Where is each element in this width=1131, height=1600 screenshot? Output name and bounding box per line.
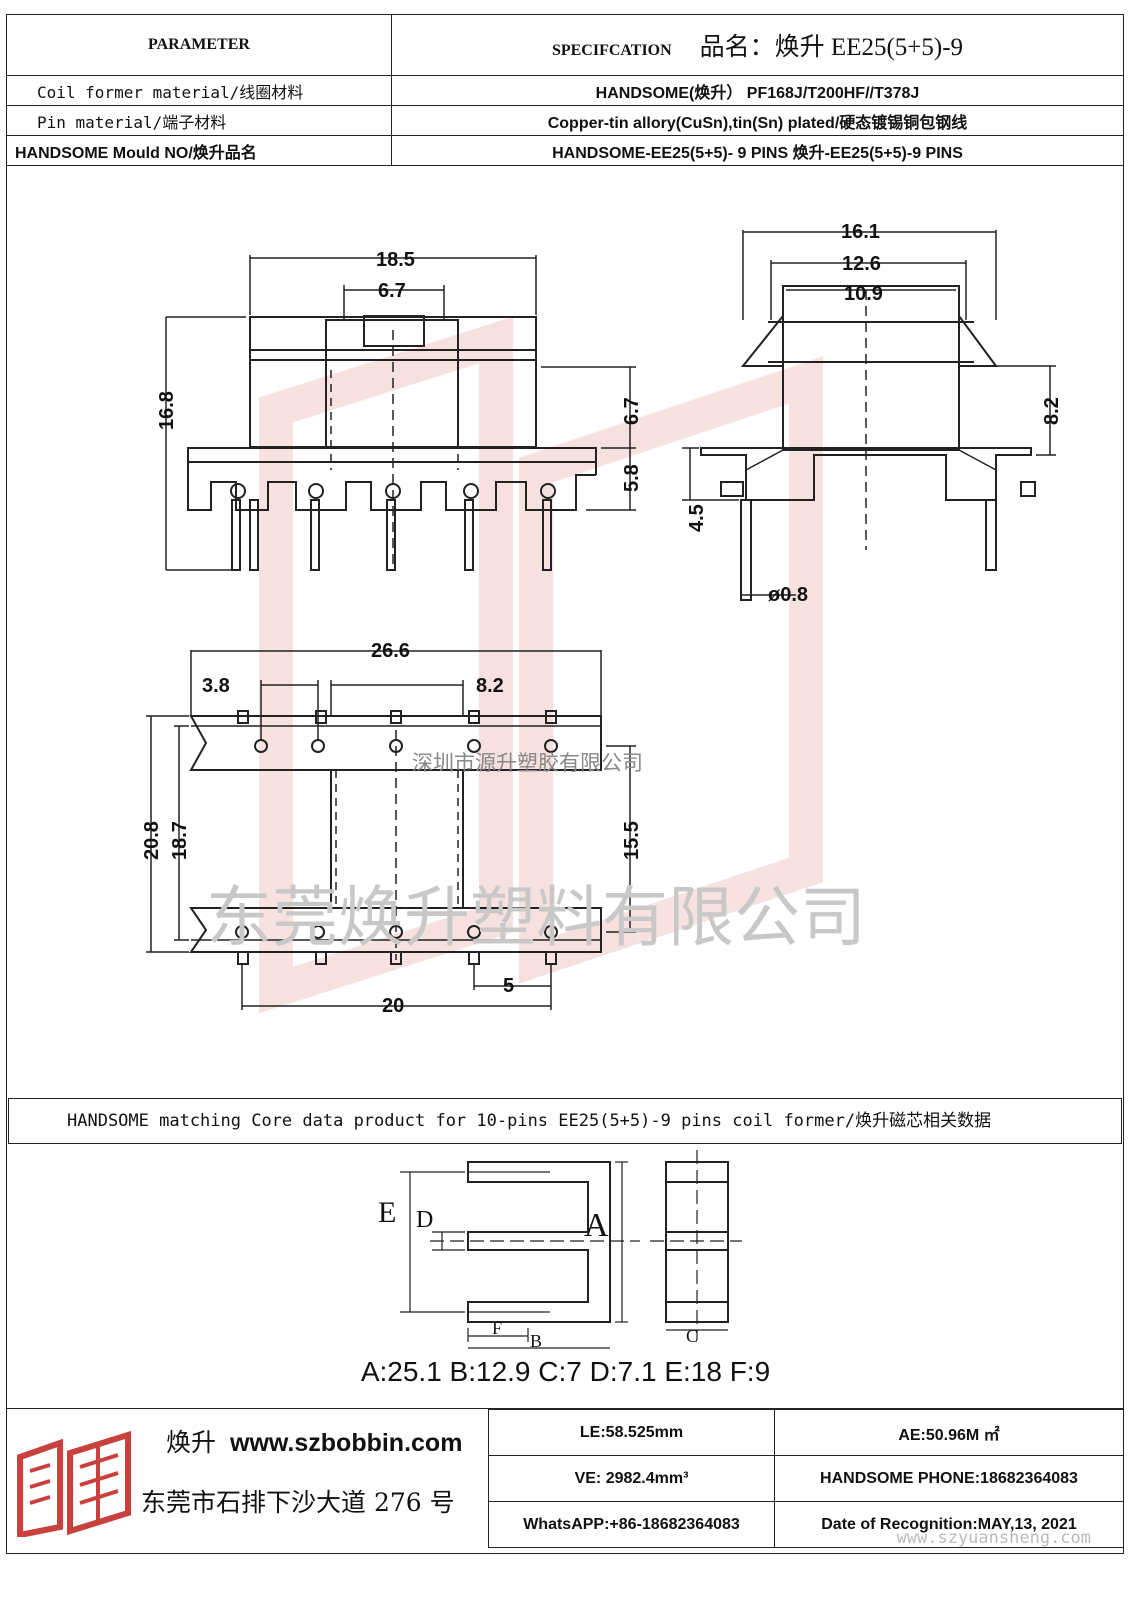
dim-J: 8.2 xyxy=(1041,397,1063,425)
dim-F: 16.8 xyxy=(156,391,178,430)
dim-M: 8.2 xyxy=(476,675,504,697)
watermark-small-text: 深圳市源升塑胶有限公司 xyxy=(412,751,643,775)
core-label-F: F xyxy=(492,1318,502,1338)
coil-material-value: HANDSOME(焕升） PF168J/T200HF//T378J xyxy=(391,75,1124,106)
website-link[interactable]: www.szbobbin.com xyxy=(230,1429,463,1457)
ve-value: VE: 2982.4mm³ xyxy=(488,1455,775,1502)
side-view: 16.1 12.6 10.9 8.2 4.5 ø0.8 xyxy=(682,221,1063,606)
dim-D: 5.8 xyxy=(621,464,643,492)
specification-label: SPECIFCATION xyxy=(551,42,672,59)
core-dimensions: A:25.1 B:12.9 C:7 D:7.1 E:18 F:9 xyxy=(360,1356,771,1387)
core-label-D: D xyxy=(416,1207,433,1233)
core-data-band: HANDSOME matching Core data product for … xyxy=(8,1098,1122,1144)
mould-no-value: HANDSOME-EE25(5+5)- 9 PINS 焕升-EE25(5+5)-… xyxy=(391,135,1124,166)
parameter-heading: PARAMETER xyxy=(6,14,392,76)
core-label-E: E xyxy=(378,1196,396,1229)
dim-H: 12.6 xyxy=(842,253,881,275)
dim-P: 5 xyxy=(503,975,514,997)
watermark-logo xyxy=(259,316,823,1014)
watermark-large-text: 东莞焕升塑料有限公司 xyxy=(206,879,866,956)
dim-Q: 20 xyxy=(382,995,404,1017)
dim-C: 6.7 xyxy=(621,397,643,425)
footer: 焕升 www.szbobbin.com 东莞市石排下沙大道 276 号 LE:58… xyxy=(6,1408,1124,1555)
pin-material-label: Pin material/端子材料 xyxy=(6,105,392,136)
le-value: LE:58.525mm xyxy=(488,1409,775,1456)
watermark-url: www.szyuansheng.com xyxy=(896,1528,1091,1548)
phone-value: HANDSOME PHONE:18682364083 xyxy=(774,1455,1124,1502)
core-label-C: C xyxy=(686,1326,698,1346)
core-label-B: B xyxy=(530,1331,542,1350)
dim-S: 20.8 xyxy=(141,821,163,860)
product-name: 品名：焕升 EE25(5+5)-9 xyxy=(699,34,964,61)
bottom-view: 26.6 3.8 8.2 20.8 18.7 15.5 5 20 xyxy=(141,640,643,1017)
dim-O: 15.5 xyxy=(621,821,643,860)
specification-heading: SPECIFCATION 品名：焕升 EE25(5+5)-9 xyxy=(391,14,1124,76)
company-logo-icon xyxy=(17,1430,131,1537)
dim-A: 18.5 xyxy=(376,249,415,271)
dim-I: 10.9 xyxy=(844,283,883,305)
dim-R: 18.7 xyxy=(169,821,191,860)
core-drawing: E D A F B C xyxy=(378,1150,742,1350)
whatsapp-value: WhatsAPP:+86-18682364083 xyxy=(488,1501,775,1548)
mould-no-label: HANDSOME Mould NO/焕升品名 xyxy=(6,135,392,166)
brand-line: 焕升 www.szbobbin.com xyxy=(166,1423,462,1459)
ae-value: AE:50.96M ㎡ xyxy=(774,1409,1124,1456)
dim-K: ø0.8 xyxy=(768,584,808,606)
dim-E: 4.5 xyxy=(686,504,708,532)
front-view: 18.5 6.7 16.8 6.7 5.8 xyxy=(156,249,643,571)
core-label-A: A xyxy=(584,1207,609,1244)
dim-N: 3.8 xyxy=(202,675,230,697)
pins-front xyxy=(231,499,552,571)
coil-material-label: Coil former material/线圈材料 xyxy=(6,75,392,106)
brand-name: 焕升 xyxy=(166,1428,217,1457)
dim-L: 26.6 xyxy=(371,640,410,662)
dim-B: 6.7 xyxy=(378,280,406,302)
company-address: 东莞市石排下沙大道 276 号 xyxy=(141,1488,455,1517)
pin-material-value: Copper-tin allory(CuSn),tin(Sn) plated/硬… xyxy=(391,105,1124,136)
dim-G: 16.1 xyxy=(841,221,880,243)
technical-drawing: 18.5 6.7 16.8 6.7 5.8 16.1 12.6 10.9 8.2 xyxy=(141,221,1063,1017)
date-value: Date of Recognition:MAY,13, 2021 xyxy=(774,1501,1124,1548)
